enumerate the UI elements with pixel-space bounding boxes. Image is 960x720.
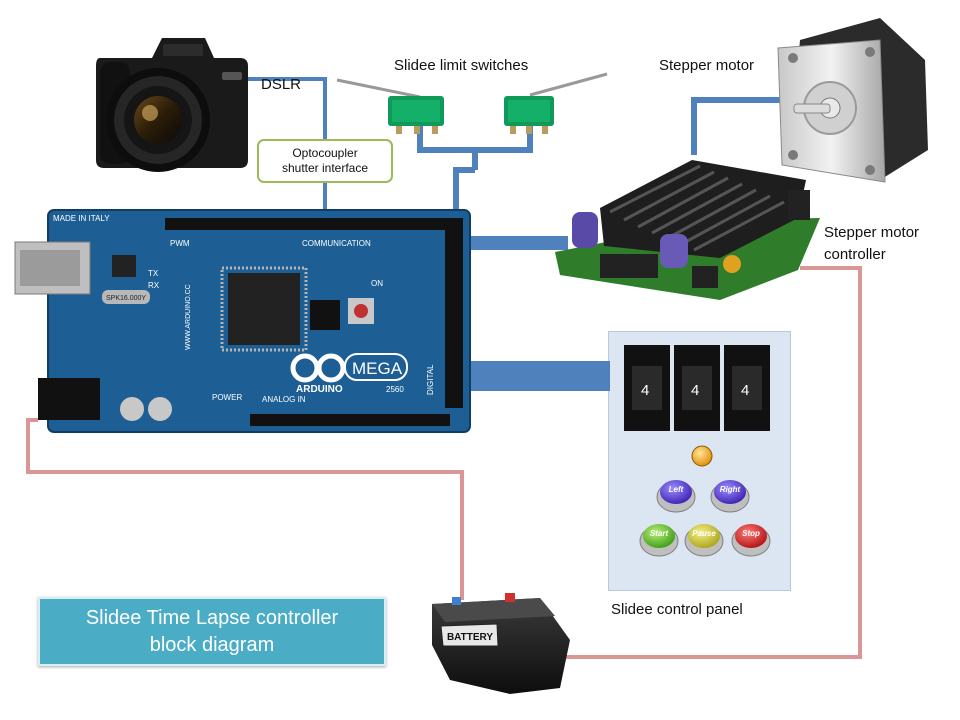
limit-switches-label: Slidee limit switches bbox=[394, 57, 529, 74]
stepper-controller-image bbox=[555, 160, 820, 300]
pause-button-cap bbox=[688, 524, 720, 548]
stop-button-label: Stop bbox=[742, 529, 760, 538]
optocoupler-box: Optocoupler shutter interface bbox=[257, 139, 393, 183]
diagram-title-line2: block diagram bbox=[149, 634, 275, 656]
pause-button-label: Pause bbox=[692, 529, 716, 538]
board-on-label: ON bbox=[371, 279, 383, 288]
board-model-label: MEGA bbox=[352, 359, 403, 378]
dial-1-value: 4 bbox=[641, 382, 649, 399]
board-model-number-label: 2560 bbox=[386, 385, 404, 394]
board-tx-label: TX bbox=[148, 269, 159, 278]
dial-3-value: 4 bbox=[741, 382, 749, 399]
board-power-label: POWER bbox=[212, 393, 242, 402]
wire-dslr-optocoupler bbox=[245, 77, 327, 139]
left-button-cap bbox=[660, 480, 692, 504]
board-crystal-label: SPK16.000Y bbox=[106, 295, 146, 302]
wire-board-panel bbox=[470, 361, 610, 391]
arduino-board-image bbox=[14, 209, 471, 433]
limit-switch-right-image bbox=[504, 72, 608, 134]
start-button-label: Start bbox=[650, 529, 669, 538]
limit-switch-left-image bbox=[336, 78, 444, 134]
stepper-controller-label-line1: Stepper motor bbox=[824, 224, 920, 241]
battery-label: BATTERY bbox=[447, 632, 493, 643]
diagram-title-line1: Slidee Time Lapse controller bbox=[85, 607, 339, 629]
board-digital-label: DIGITAL bbox=[426, 364, 435, 395]
battery-image bbox=[432, 593, 570, 694]
diagram-title-box: Slidee Time Lapse controller block diagr… bbox=[38, 597, 386, 666]
board-communication-label: COMMUNICATION bbox=[302, 239, 371, 248]
optocoupler-label-line1: Optocoupler bbox=[292, 146, 358, 160]
stepper-controller-label-line2: controller bbox=[824, 246, 886, 263]
signal-wires bbox=[245, 77, 784, 391]
stepper-controller-label: Stepper motor controller bbox=[824, 224, 919, 264]
power-wire-board-battery bbox=[26, 418, 464, 600]
wire-controller-motor bbox=[691, 97, 784, 155]
board-rx-label: RX bbox=[148, 281, 160, 290]
wire-board-controller bbox=[470, 236, 568, 250]
stop-button-cap bbox=[735, 524, 767, 548]
control-panel-image bbox=[624, 345, 771, 557]
optocoupler-label-line2: shutter interface bbox=[281, 161, 369, 175]
board-made-in-label: MADE IN ITALY bbox=[53, 214, 110, 223]
dslr-camera-image bbox=[96, 38, 248, 172]
right-button-label: Right bbox=[720, 485, 741, 494]
right-button-cap bbox=[714, 480, 746, 504]
wire-switches-board bbox=[453, 167, 475, 210]
board-pwm-label: PWM bbox=[170, 239, 190, 248]
power-wires bbox=[26, 266, 862, 659]
board-analog-label: ANALOG IN bbox=[262, 395, 306, 404]
power-wire-battery-controller bbox=[545, 266, 862, 659]
stepper-motor-image bbox=[777, 18, 928, 183]
dial-2-value: 4 bbox=[691, 382, 699, 399]
stepper-motor-label: Stepper motor bbox=[659, 57, 755, 74]
board-brand-label: ARDUINO bbox=[296, 384, 343, 395]
control-panel-label: Slidee control panel bbox=[611, 601, 743, 618]
left-button-label: Left bbox=[669, 485, 684, 494]
start-button-cap bbox=[643, 524, 675, 548]
board-website-label: WWW.ARDUINO.CC bbox=[185, 284, 192, 350]
dslr-label: DSLR bbox=[261, 76, 302, 93]
